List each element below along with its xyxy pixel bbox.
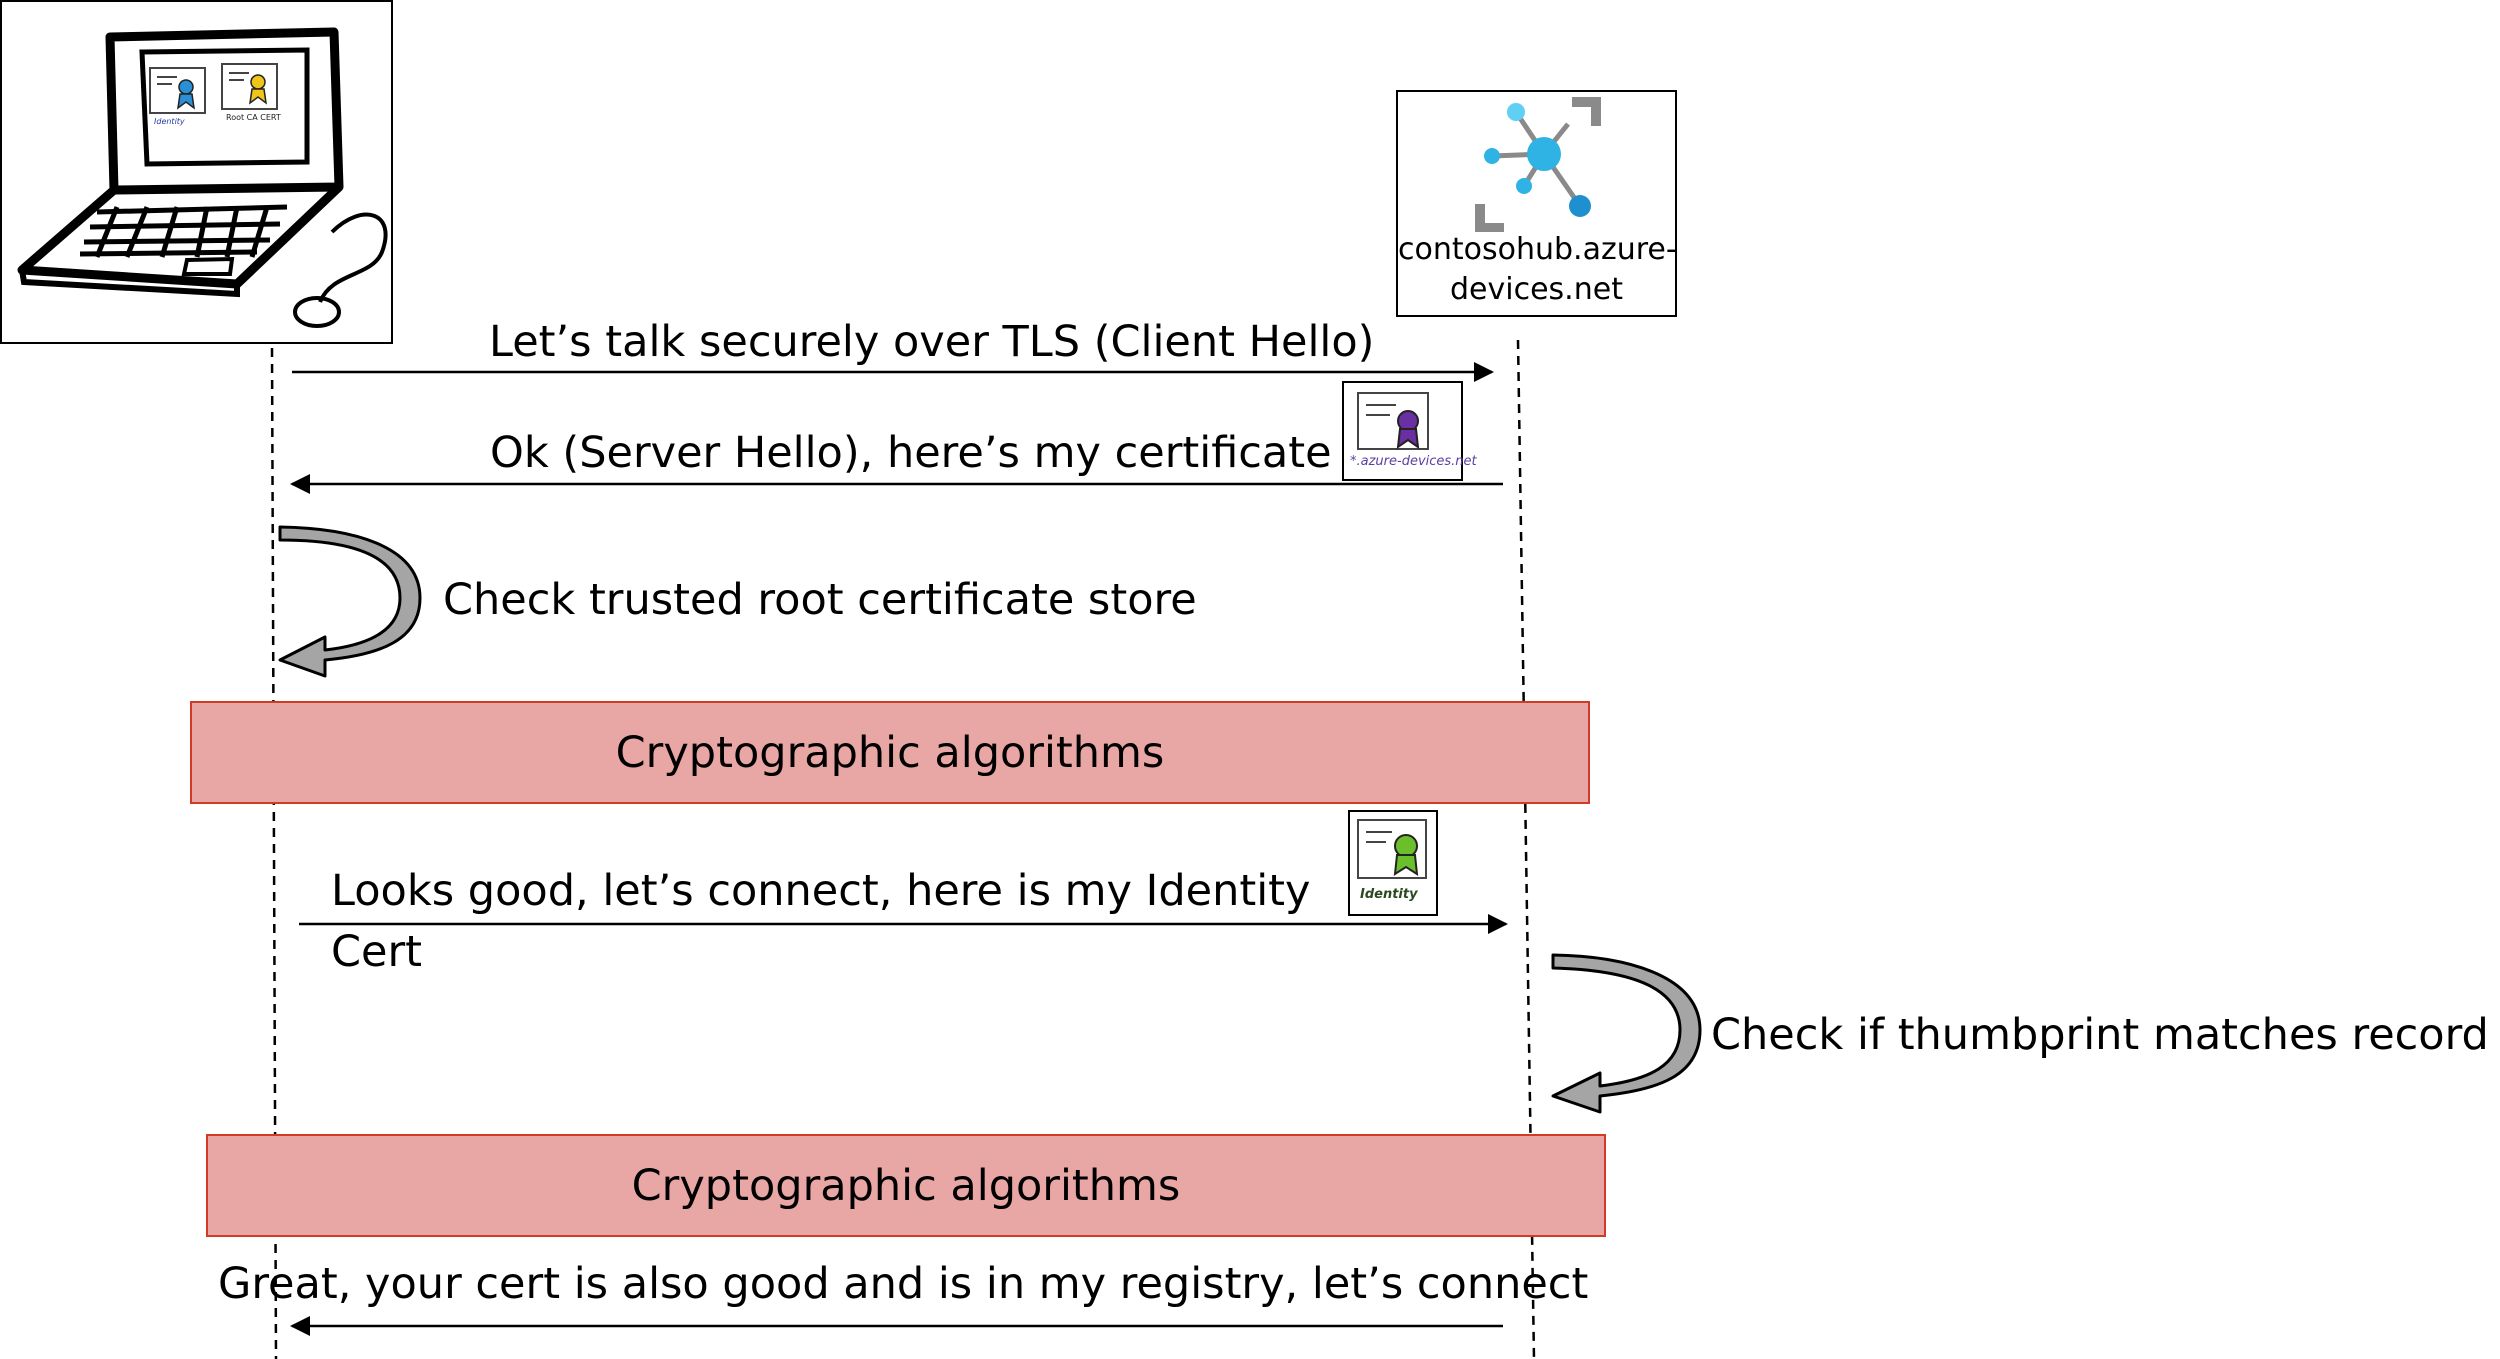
crypto-block-2: Cryptographic algorithms (206, 1134, 1606, 1237)
identity-certificate-icon (1357, 819, 1427, 879)
laptop-sketch-icon (17, 27, 388, 328)
final-message-label: Great, your cert is also good and is in … (218, 1259, 1589, 1309)
self-check-arrow-hub (1551, 953, 1702, 1114)
iot-hub-icon (1475, 97, 1601, 232)
iot-hub-participant: contosohub.azure- devices.net (1396, 90, 1677, 317)
hub-name-line2: devices.net (1450, 272, 1623, 307)
device-laptop: Identity Root CA CERT (0, 0, 393, 344)
server-hello-label: Ok (Server Hello), here’s my certificate (490, 428, 1332, 478)
crypto-block-1-label: Cryptographic algorithms (615, 727, 1165, 778)
crypto-block-1: Cryptographic algorithms (190, 701, 1590, 804)
crypto-block-2-label: Cryptographic algorithms (631, 1160, 1181, 1211)
device-cert-caption-root: Root CA CERT (226, 113, 281, 122)
hub-name-line1: contosohub.azure- (1398, 232, 1677, 267)
identity-certificate: Identity (1348, 810, 1438, 916)
identity-certificate-caption: Identity (1360, 887, 1418, 902)
client-hello-label: Let’s talk securely over TLS (Client Hel… (489, 317, 1375, 367)
identity-cert-label-line1: Looks good, let’s connect, here is my Id… (331, 866, 1311, 916)
identity-cert-label-line2: Cert (331, 927, 423, 977)
self-check-arrow-device (278, 525, 422, 678)
check-thumbprint-label: Check if thumbprint matches record (1711, 1010, 2489, 1060)
device-lifeline (270, 347, 278, 1359)
device-cert-caption-identity: Identity (154, 117, 185, 126)
server-certificate-icon (1357, 392, 1429, 450)
server-certificate-caption: *.azure-devices.net (1350, 454, 1477, 469)
server-certificate: *.azure-devices.net (1342, 381, 1477, 481)
check-root-store-label: Check trusted root certificate store (443, 575, 1197, 625)
